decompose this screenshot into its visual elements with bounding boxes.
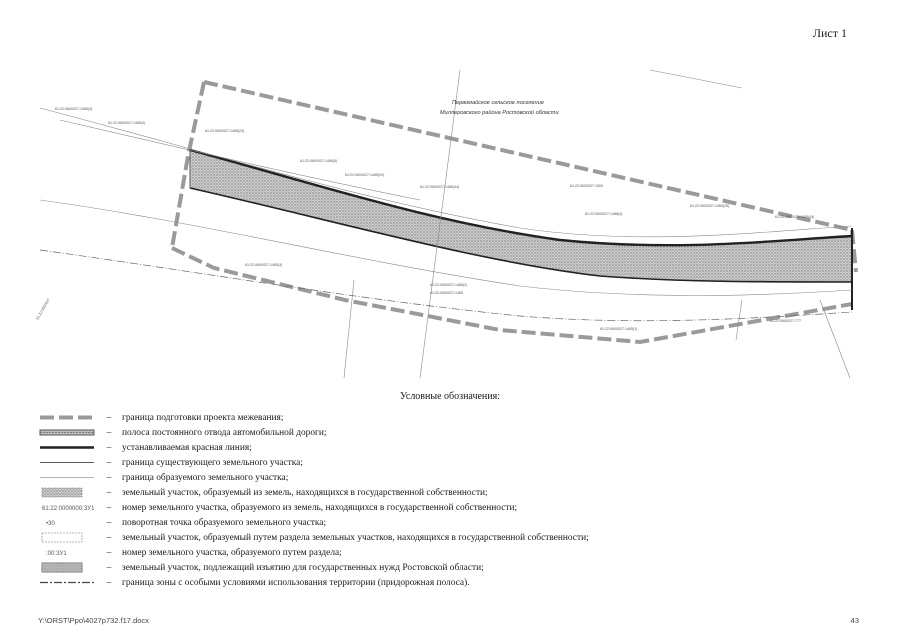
svg-text:61:22:0600027:1465(44): 61:22:0600027:1465(44): [775, 215, 814, 219]
legend-dash: –: [106, 488, 112, 498]
legend-title: Условные обозначения:: [400, 391, 501, 402]
thin-gray-line-icon: [38, 472, 96, 483]
legend-dash: –: [106, 473, 112, 483]
legend-dash: –: [106, 533, 112, 543]
legend-item: – полоса постоянного отвода автомобильно…: [38, 427, 618, 439]
red-line-icon: [38, 442, 96, 453]
svg-text:61:22:0600027:1465(25): 61:22:0600027:1465(25): [690, 204, 729, 208]
svg-text:61:22:0600027:1465(4): 61:22:0600027:1465(4): [108, 121, 145, 125]
legend-text: земельный участок, подлежащий изъятию дл…: [122, 563, 484, 573]
legend-item: – земельный участок, образуемый из земел…: [38, 487, 618, 499]
thin-line-icon: [38, 457, 96, 468]
legend-dash: –: [106, 503, 112, 513]
svg-text:61:22:0600027:1466(44): 61:22:0600027:1466(44): [420, 185, 459, 189]
cadastral-map: 61:22:0600027:1466(4) 61:22:0600027:1465…: [35, 69, 858, 379]
legend-dash: –: [106, 428, 112, 438]
legend-dash: –: [106, 548, 112, 558]
legend-dash: –: [106, 578, 112, 588]
svg-text:61:22:0600027:1465(20): 61:22:0600027:1465(20): [345, 173, 384, 177]
legend-text: номер земельного участка, образуемого из…: [122, 503, 518, 513]
project-boundary-left: [170, 81, 206, 249]
svg-text:61:22:0600027: 61:22:0600027: [35, 298, 50, 321]
svg-text:61:22:0600027:1465(3): 61:22:0600027:1465(3): [245, 263, 282, 267]
project-boundary: [171, 80, 858, 345]
region-label-line1: Первомайское сельское поселение: [452, 99, 544, 106]
legend-dash: –: [106, 443, 112, 453]
legend-item: – земельный участок, образуемый путем ра…: [38, 532, 618, 544]
roadside-zone-line: [39, 249, 853, 322]
legend-text: номер земельного участка, образуемого пу…: [122, 548, 342, 558]
legend-item: – граница существующего земельного участ…: [38, 457, 618, 469]
legend-item: •30 – поворотная точка образуемого земел…: [38, 517, 618, 529]
legend-dash: –: [106, 458, 112, 468]
region-label-line2: Миллеровского района Ростовской области: [440, 109, 559, 116]
number-label-icon: 61:22:0000000:ЗУ1: [38, 502, 96, 513]
dashed-box-icon: [38, 532, 96, 543]
number-label-sample: :00:ЗУ1: [46, 551, 67, 557]
legend-item: – граница образуемого земельного участка…: [38, 472, 618, 484]
legend-item: 61:22:0000000:ЗУ1 – номер земельного уча…: [38, 502, 618, 514]
legend-text: граница образуемого земельного участка;: [122, 473, 289, 483]
svg-text:61:22:0600027:1465: 61:22:0600027:1465: [430, 291, 463, 295]
dash-dot-line-icon: [38, 577, 96, 588]
legend-item: – граница подготовки проекта межевания;: [38, 412, 618, 424]
svg-text:61:22:0600027:1466(5): 61:22:0600027:1466(5): [300, 159, 337, 163]
legend-text: земельный участок, образуемый из земель,…: [122, 488, 488, 498]
hatched-box-icon: [38, 562, 96, 573]
legend: – граница подготовки проекта межевания; …: [38, 412, 618, 592]
file-path: Y:\ORST\Ppo\4027p732.f17.docx: [38, 616, 149, 625]
svg-text:61:22:0600027:1466(2): 61:22:0600027:1466(2): [430, 283, 467, 287]
dotted-fill-icon: [38, 487, 96, 498]
number-label-sample: 61:22:0000000:ЗУ1: [42, 506, 95, 512]
svg-text:61:22:0600027:1465(23): 61:22:0600027:1465(23): [205, 129, 244, 133]
number-label-icon: :00:ЗУ1: [38, 547, 96, 558]
legend-item: – граница зоны с особыми условиями испол…: [38, 577, 618, 589]
legend-text: полоса постоянного отвода автомобильной …: [122, 428, 327, 438]
point-label-icon: •30: [38, 517, 96, 528]
sheet-label: Лист 1: [812, 26, 847, 40]
point-label-sample: •30: [46, 521, 55, 527]
legend-text: поворотная точка образуемого земельного …: [122, 518, 327, 528]
svg-text:61:22:0600027:1465(1): 61:22:0600027:1465(1): [600, 327, 637, 331]
legend-text: граница подготовки проекта межевания;: [122, 413, 284, 423]
legend-item: – устанавливаемая красная линия;: [38, 442, 618, 454]
svg-text:61:22:0600027:1500: 61:22:0600027:1500: [570, 184, 603, 188]
svg-text:61:22:0600027:1488(4): 61:22:0600027:1488(4): [585, 212, 622, 216]
legend-dash: –: [106, 518, 112, 528]
road-band-icon: [38, 427, 96, 438]
legend-text: земельный участок, образуемый путем разд…: [122, 533, 589, 543]
svg-text:61:22:0600027:1466(4): 61:22:0600027:1466(4): [55, 107, 92, 111]
red-line-top: [189, 148, 853, 247]
legend-item: :00:ЗУ1 – номер земельного участка, обра…: [38, 547, 618, 559]
legend-dash: –: [106, 413, 112, 423]
legend-text: граница существующего земельного участка…: [122, 458, 303, 468]
legend-text: устанавливаемая красная линия;: [122, 443, 252, 453]
legend-item: – земельный участок, подлежащий изъятию …: [38, 562, 618, 574]
svg-text:61:22:0600027:777: 61:22:0600027:777: [770, 319, 801, 323]
page-number: 43: [850, 616, 859, 625]
road-band: [189, 149, 853, 283]
red-line-bottom: [189, 187, 853, 283]
legend-text: граница зоны с особыми условиями использ…: [122, 578, 470, 588]
gray-dashed-boundary-icon: [38, 412, 96, 423]
plot-boundaries: [39, 69, 853, 379]
legend-dash: –: [106, 563, 112, 573]
